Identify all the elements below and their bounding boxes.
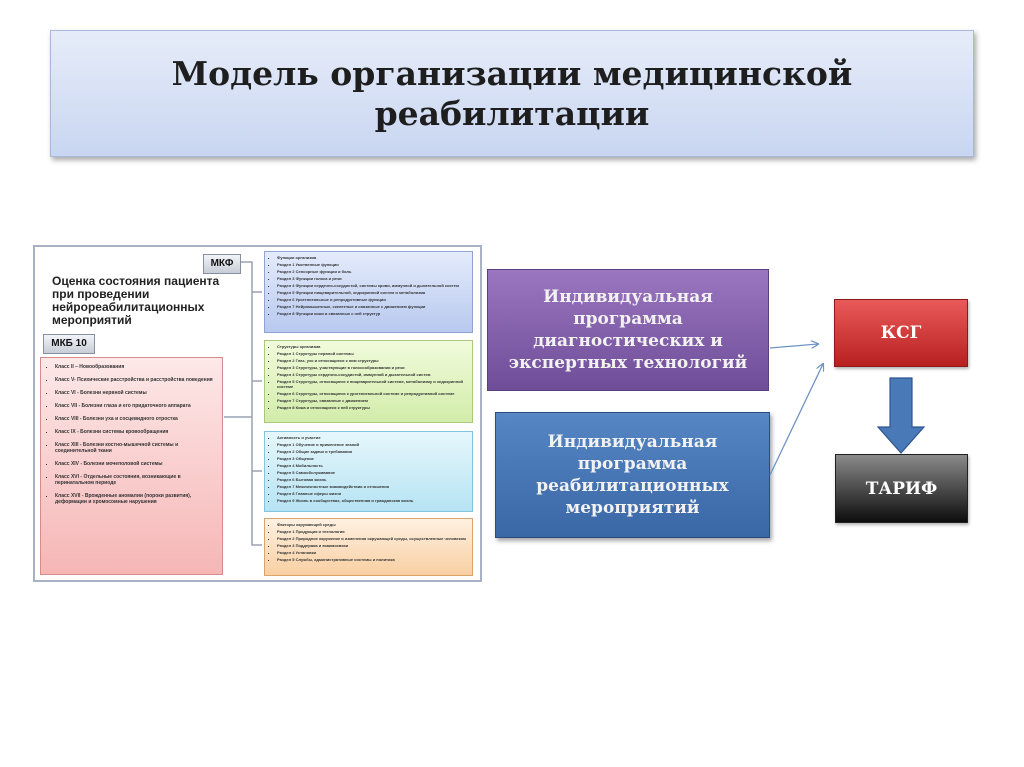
rehab-program-box: Индивидуальная программа реабилитационны… (495, 412, 770, 538)
list-item: Раздел 4 Установки (277, 550, 468, 555)
list-item: Раздел 2 Общие задачи и требования (277, 449, 468, 454)
list-item: Класс IX - Болезни системы кровообращени… (55, 429, 216, 435)
icf-structures-box: Структуры организма Раздел 1 Структуры н… (264, 340, 473, 423)
tarif-label: ТАРИФ (865, 478, 938, 499)
list-item: Класс XVI - Отдельные состояния, возника… (55, 474, 216, 486)
list-item: Раздел 7 Межличностные взаимодействия и … (277, 484, 468, 489)
list-item: Раздел 5 Функции пищеварительной, эндокр… (277, 290, 468, 295)
list-item: Раздел 3 Поддержка и взаимосвязи (277, 543, 468, 548)
list-item: Раздел 6 Урогенитальные и репродуктивные… (277, 297, 468, 302)
list-item: Раздел 1 Обучение и применение знаний (277, 442, 468, 447)
list-item: Класс VII - Болезни глаза и его придаточ… (55, 403, 216, 409)
list-item: Раздел 7 Нейромышечные, скелетные и связ… (277, 304, 468, 309)
icf-activity-box: Активность и участие Раздел 1 Обучение и… (264, 431, 473, 512)
mkf-tag: МКФ (203, 254, 241, 274)
list-item: Раздел 5 Службы, административные систем… (277, 557, 468, 562)
diagnostic-program-label: Индивидуальная программа диагностических… (508, 287, 748, 373)
list-item: Раздел 4 Функции сердечно-сосудистой, си… (277, 283, 468, 288)
list-item: Раздел 7 Структуры, связанные с движение… (277, 398, 468, 403)
rehab-program-label: Индивидуальная программа реабилитационны… (536, 432, 729, 518)
tarif-box: ТАРИФ (835, 454, 968, 523)
list-item: Раздел 2 Сенсорные функции и боль (277, 269, 468, 274)
list-item: Раздел 6 Бытовая жизнь (277, 477, 468, 482)
mkb-class-list: Класс II – Новообразования Класс V- Псих… (41, 358, 222, 505)
list-item: Раздел 9 Жизнь в сообществах, общественн… (277, 498, 468, 503)
list-item: Активность и участие (277, 435, 468, 440)
title-banner: Модель организации медицинской реабилита… (50, 30, 974, 157)
list-item: Раздел 1 Умственные функции (277, 262, 468, 267)
icf-environment-box: Факторы окружающей среды Раздел 1 Продук… (264, 518, 473, 576)
list-item: Раздел 1 Продукция и технология (277, 529, 468, 534)
list-item: Раздел 5 Структуры, относящиеся к пищева… (277, 379, 468, 389)
ksg-box: КСГ (834, 299, 968, 367)
list-item: Раздел 3 Структуры, участвующие в голосо… (277, 365, 468, 370)
ksg-label: КСГ (880, 323, 922, 343)
list-item: Факторы окружающей среды (277, 522, 468, 527)
list-item: Раздел 4 Структуры сердечно-сосудистой, … (277, 372, 468, 377)
list-item: Раздел 2 Природное окружение и изменения… (277, 536, 468, 541)
list-item: Раздел 6 Структуры, относящиеся к уроген… (277, 391, 468, 396)
list-item: Раздел 4 Мобильность (277, 463, 468, 468)
icf-functions-box: Функции организма Раздел 1 Умственные фу… (264, 251, 473, 333)
list-item: Раздел 3 Функции голоса и речи (277, 276, 468, 281)
list-item: Класс VIII - Болезни уха и сосцевидного … (55, 416, 216, 422)
mkb-tag: МКБ 10 (43, 334, 95, 354)
list-item: Класс XIII - Болезни костно-мышечной сис… (55, 442, 216, 454)
list-item: Раздел 2 Глаз, ухо и относящиеся к ним с… (277, 358, 468, 363)
list-item: Структуры организма (277, 344, 468, 349)
list-item: Раздел 8 Кожа и относящиеся к ней структ… (277, 405, 468, 410)
list-item: Класс VI - Болезни нервной системы (55, 390, 216, 396)
list-item: Функции организма (277, 255, 468, 260)
arrow-rehab-to-ksg (769, 364, 823, 476)
arrow-diagnostic-to-ksg (769, 344, 818, 349)
down-arrow-ksg-to-tarif (876, 377, 926, 454)
list-item: Раздел 3 Общение (277, 456, 468, 461)
list-item: Раздел 8 Функции кожи и связанных с ней … (277, 311, 468, 316)
list-item: Класс II – Новообразования (55, 364, 216, 370)
list-item: Класс V- Психические расстройства и расс… (55, 377, 216, 383)
assessment-heading: Оценка состояния пациента при проведении… (52, 274, 220, 327)
list-item: Класс XIV - Болезни мочеполовой системы (55, 461, 216, 467)
list-item: Раздел 5 Самообслуживание (277, 470, 468, 475)
list-item: Раздел 8 Главные сферы жизни (277, 491, 468, 496)
mkb-class-list-box: Класс II – Новообразования Класс V- Псих… (40, 357, 223, 575)
page-title: Модель организации медицинской реабилита… (171, 53, 853, 133)
list-item: Класс XVII - Врожденные аномалии (пороки… (55, 493, 216, 505)
diagnostic-program-box: Индивидуальная программа диагностических… (487, 269, 769, 391)
list-item: Раздел 1 Структуры нервной системы (277, 351, 468, 356)
